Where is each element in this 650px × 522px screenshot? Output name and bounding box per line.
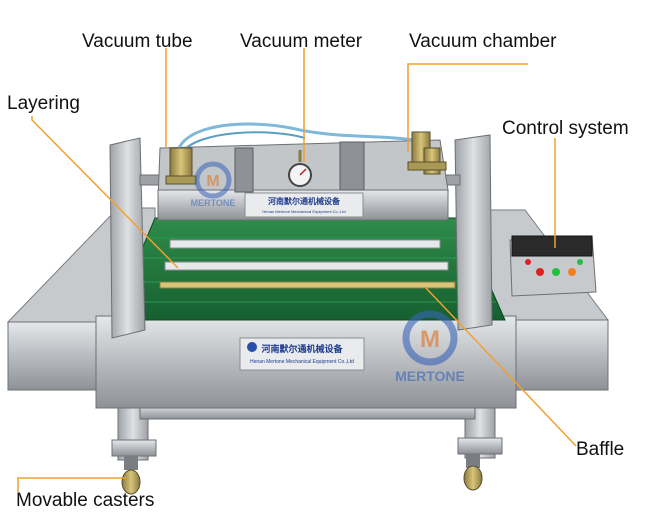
caster-left <box>121 456 141 495</box>
top-plate-cn: 河南默尔通机械设备 <box>268 196 341 206</box>
leader-baffle <box>425 287 577 447</box>
vacuum-tube <box>165 122 447 185</box>
main-body: 河南默尔通机械设备 Henan Mertone Mechanical Equip… <box>95 315 517 409</box>
label-vacuum-meter: Vacuum meter <box>240 31 363 52</box>
label-baffle: Baffle <box>576 439 625 460</box>
leader-layering <box>31 116 179 269</box>
svg-text:M: M <box>206 173 219 190</box>
control-box <box>509 235 597 297</box>
front-plate-en: Henan Mertone Mechanical Equipment Co.,L… <box>250 359 354 365</box>
label-movable-casters: Movable casters <box>16 490 155 511</box>
svg-text:M: M <box>420 326 440 353</box>
caster-right <box>463 454 483 491</box>
vacuum-meter <box>288 150 312 187</box>
svg-text:MERTONE: MERTONE <box>395 368 465 384</box>
label-vacuum-chamber: Vacuum chamber <box>409 31 557 52</box>
front-plate-logo <box>247 342 257 352</box>
leader-vacuum-chamber <box>407 63 528 152</box>
svg-text:MERTONE: MERTONE <box>191 198 236 208</box>
leader-movable-casters <box>17 477 126 492</box>
leader-lines <box>17 48 577 492</box>
front-plate-cn: 河南默尔通机械设备 <box>261 343 343 354</box>
top-nameplate <box>244 192 364 218</box>
watermark-top: M MERTONE <box>191 161 236 208</box>
label-layering: Layering <box>7 93 80 114</box>
label-control-system: Control system <box>502 118 629 139</box>
watermark-front: M MERTONE <box>395 310 465 384</box>
front-nameplate <box>239 337 365 371</box>
layering-bars <box>159 239 456 289</box>
label-vacuum-tube: Vacuum tube <box>82 31 193 52</box>
top-plate-en: Henan Mertone Mechanical Equipment Co.,L… <box>262 209 345 214</box>
